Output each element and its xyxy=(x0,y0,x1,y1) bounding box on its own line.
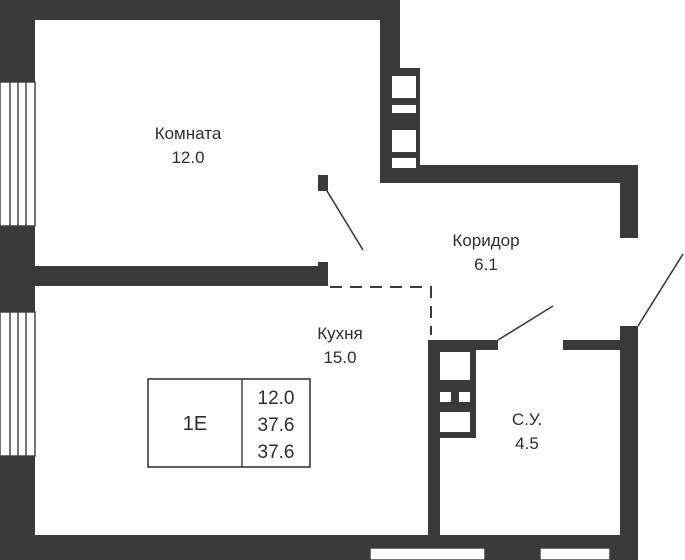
window-lower xyxy=(0,311,36,457)
corridor-area: 6.1 xyxy=(474,255,498,274)
wall-room-kitchen-end xyxy=(318,262,328,286)
bathroom-name: С.У. xyxy=(512,410,542,429)
wall-room-stub xyxy=(318,175,328,191)
room-name: Комната xyxy=(155,124,222,143)
window-upper xyxy=(0,81,36,227)
wall-bath-top-right xyxy=(563,340,638,350)
total-area-2: 37.6 xyxy=(258,442,295,463)
doors xyxy=(326,190,684,341)
door-entrance xyxy=(637,253,684,327)
wall-bottom xyxy=(0,535,638,560)
apartment-code: 1E xyxy=(183,413,207,435)
living-area: 12.0 xyxy=(258,388,295,409)
shaft-lower xyxy=(434,344,476,438)
wall-right-upper xyxy=(620,165,638,238)
total-area: 37.6 xyxy=(258,415,295,436)
shaft-upper xyxy=(388,68,420,183)
wall-corridor-top xyxy=(380,165,638,183)
walls xyxy=(0,0,638,560)
room-area: 12.0 xyxy=(171,148,204,167)
wall-top xyxy=(0,0,400,20)
window-bottom xyxy=(369,547,611,560)
wall-room-kitchen xyxy=(35,266,328,286)
corridor-name: Коридор xyxy=(452,231,519,250)
summary-box: 1E 12.0 37.6 37.6 xyxy=(147,378,311,468)
kitchen-name: Кухня xyxy=(317,324,363,343)
door-bathroom xyxy=(497,305,554,341)
door-room xyxy=(326,190,364,251)
bathroom-area: 4.5 xyxy=(515,434,539,453)
kitchen-boundary xyxy=(330,286,432,335)
wall-right-lower xyxy=(620,326,638,560)
kitchen-area: 15.0 xyxy=(323,348,356,367)
